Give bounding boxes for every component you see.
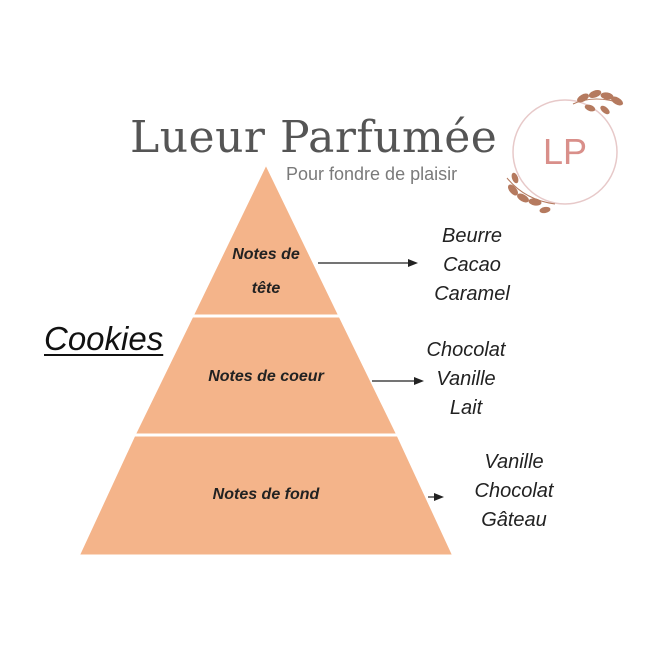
base-note: Gâteau: [481, 509, 547, 531]
tier-label-top-line1: Notes de: [232, 246, 300, 263]
logo-initials: LP: [543, 131, 587, 172]
heart-note: Vanille: [436, 368, 496, 390]
brand-title: Lueur Parfumée: [130, 112, 498, 163]
base-note: Vanille: [484, 451, 544, 473]
top-note: Cacao: [443, 254, 501, 276]
product-name: Cookies: [44, 320, 164, 357]
tier-label-bottom: Notes de fond: [212, 486, 320, 503]
leaf-branch-top-icon: [572, 90, 624, 115]
base-notes-list: Vanille Chocolat Gâteau: [454, 448, 574, 535]
arrow-heart-notes: [372, 377, 424, 385]
brand-tagline: Pour fondre de plaisir: [286, 164, 458, 184]
heart-note: Chocolat: [426, 339, 506, 361]
leaf-branch-bottom-icon: [506, 172, 556, 214]
brand-logo: LP: [506, 90, 624, 214]
top-note: Caramel: [434, 283, 510, 305]
tier-label-top: Notes de tête: [206, 238, 326, 306]
top-note: Beurre: [441, 225, 503, 247]
tier-label-middle: Notes de coeur: [208, 368, 324, 385]
pyramid-tier-bottom: [75, 433, 457, 558]
arrow-top-notes: [318, 259, 418, 267]
top-notes-list: Beurre Cacao Caramel: [412, 222, 532, 309]
arrow-base-notes: [428, 493, 444, 501]
base-note: Chocolat: [474, 480, 554, 502]
tier-label-top-line2: tête: [251, 280, 281, 297]
heart-notes-list: Chocolat Vanille Lait: [406, 336, 526, 423]
logo-ring: [512, 99, 618, 205]
heart-note: Lait: [449, 397, 483, 419]
